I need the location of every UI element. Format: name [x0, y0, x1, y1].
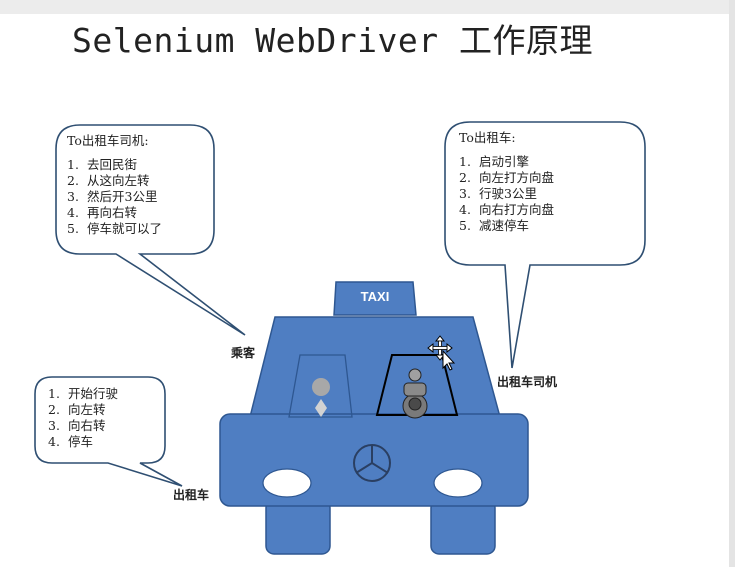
page-title: Selenium WebDriver 工作原理: [72, 21, 593, 60]
passenger-window: [288, 354, 353, 418]
right-wheel: [430, 499, 496, 555]
list-item: 3.然后开3公里: [67, 189, 158, 204]
taxi-bubble-text: 1.开始行驶 2.向左转 3.向右转 4.停车: [48, 386, 118, 450]
list-item: 2.向左打方向盘: [459, 170, 555, 185]
passenger-body: [315, 399, 327, 417]
list-item: 3.向右转: [48, 418, 106, 433]
taxi-sign-text: TAXI: [360, 289, 390, 304]
scrollbar[interactable]: [729, 0, 735, 567]
car-body: [219, 413, 529, 507]
list-item: 4.再向右转: [67, 205, 138, 220]
car-emblem-icon: [353, 444, 391, 482]
passenger-bubble-heading: To出租车司机:: [67, 133, 149, 148]
taxi-label: 出租车: [173, 488, 210, 502]
top-border: [0, 0, 735, 14]
taxi-sign: [333, 281, 417, 316]
left-headlight: [262, 468, 312, 498]
driver-bubble-heading: To出租车:: [459, 130, 516, 145]
list-item: 1.启动引擎: [459, 154, 530, 169]
driver-bubble-text: To出租车: 1.启动引擎 2.向左打方向盘 3.行驶3公里 4.向右打方向盘 …: [459, 130, 554, 234]
list-item: 2.从这向左转: [67, 173, 150, 188]
right-headlight: [433, 468, 483, 498]
car-cabin: [249, 316, 501, 418]
driver-window: [375, 354, 459, 416]
list-item: 4.向右打方向盘: [459, 202, 555, 217]
move-cursor-icon: [427, 335, 456, 371]
taxi-speech-bubble: [34, 376, 183, 487]
driver-figure: [402, 368, 428, 419]
list-item: 3.行驶3公里: [459, 186, 537, 201]
list-item: 5.减速停车: [459, 218, 530, 233]
left-wheel: [265, 499, 331, 555]
list-item: 5.停车就可以了: [67, 221, 163, 236]
passenger-bubble-text: To出租车司机: 1.去回民街 2.从这向左转 3.然后开3公里 4.再向右转 …: [67, 133, 162, 237]
passenger-label: 乘客: [231, 346, 256, 360]
passenger-head: [312, 378, 330, 396]
list-item: 2.向左转: [48, 402, 106, 417]
driver-speech-bubble: [444, 121, 646, 369]
list-item: 1.去回民街: [67, 157, 138, 172]
list-item: 4.停车: [48, 434, 94, 449]
list-item: 1.开始行驶: [48, 386, 119, 401]
taxi-car: [219, 281, 529, 555]
passenger-speech-bubble: [55, 124, 246, 336]
driver-label: 出租车司机: [497, 375, 558, 389]
